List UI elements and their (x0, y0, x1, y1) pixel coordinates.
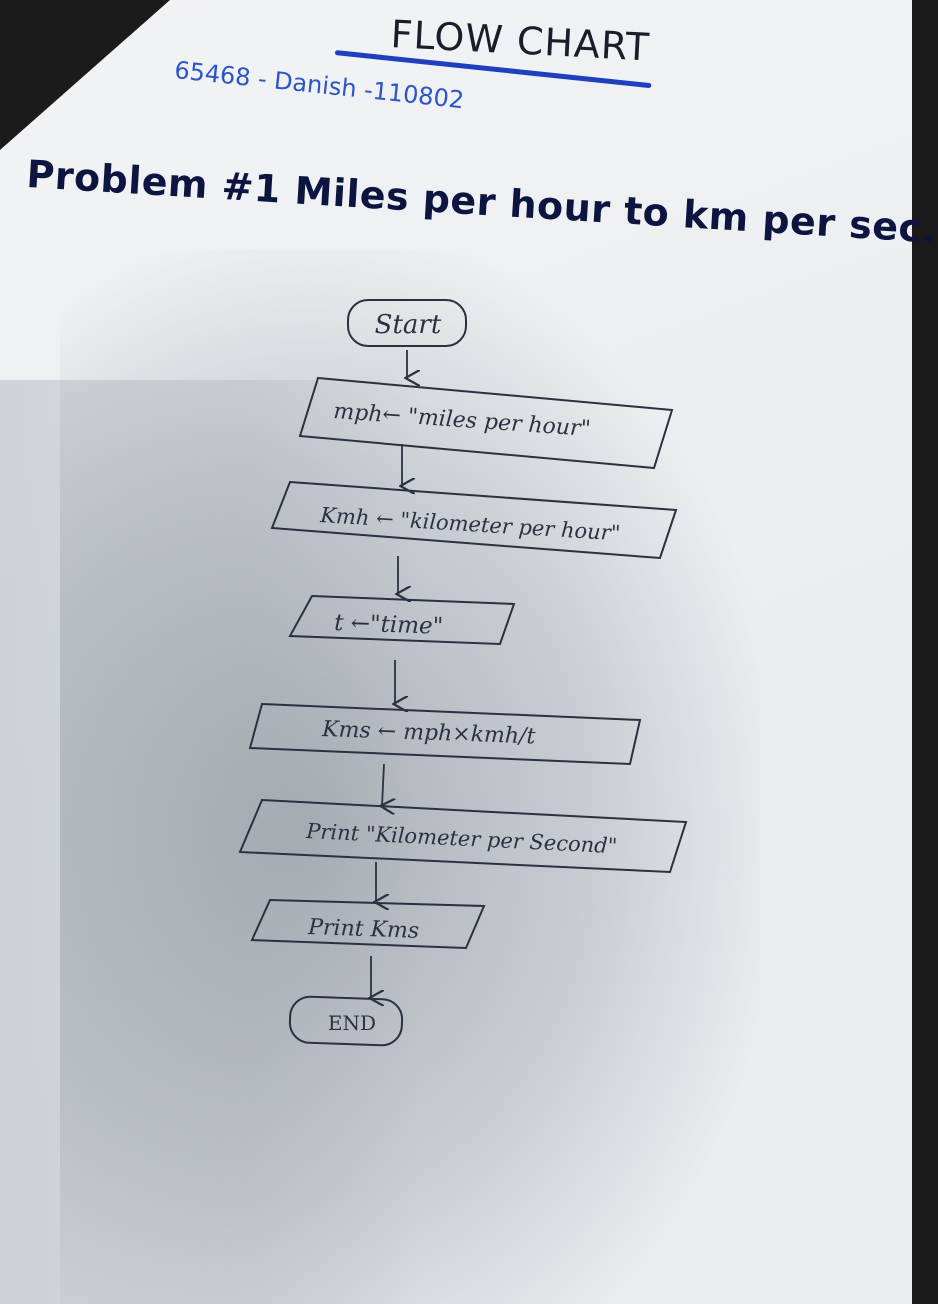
node-start: Start (347, 299, 467, 347)
node-print2-label: Print Kms (307, 915, 420, 944)
node-kms: Kms ← mph×kmh/t (248, 702, 642, 766)
node-start-label: Start (375, 310, 442, 340)
node-t-label: t ←"time" (334, 610, 444, 640)
node-kmh: Kmh ← "kilometer per hour" (270, 480, 678, 560)
node-t: t ←"time" (288, 594, 516, 646)
node-print2: Print Kms (250, 898, 486, 950)
node-end-label: END (328, 1011, 376, 1035)
node-mph-label: mph← "miles per hour" (333, 399, 592, 442)
node-end: END (288, 995, 404, 1047)
edge-kms-print1 (382, 763, 384, 806)
node-print1-label: Print "Kilometer per Second" (305, 819, 618, 858)
flowchart: Start mph← "miles per hour" Kmh ← "kilom… (238, 299, 688, 1047)
node-kms-label: Kms ← mph×kmh/t (321, 717, 536, 749)
node-print1: Print "Kilometer per Second" (238, 798, 688, 874)
node-kmh-label: Kmh ← "kilometer per hour" (319, 503, 621, 545)
node-mph: mph← "miles per hour" (298, 376, 674, 470)
